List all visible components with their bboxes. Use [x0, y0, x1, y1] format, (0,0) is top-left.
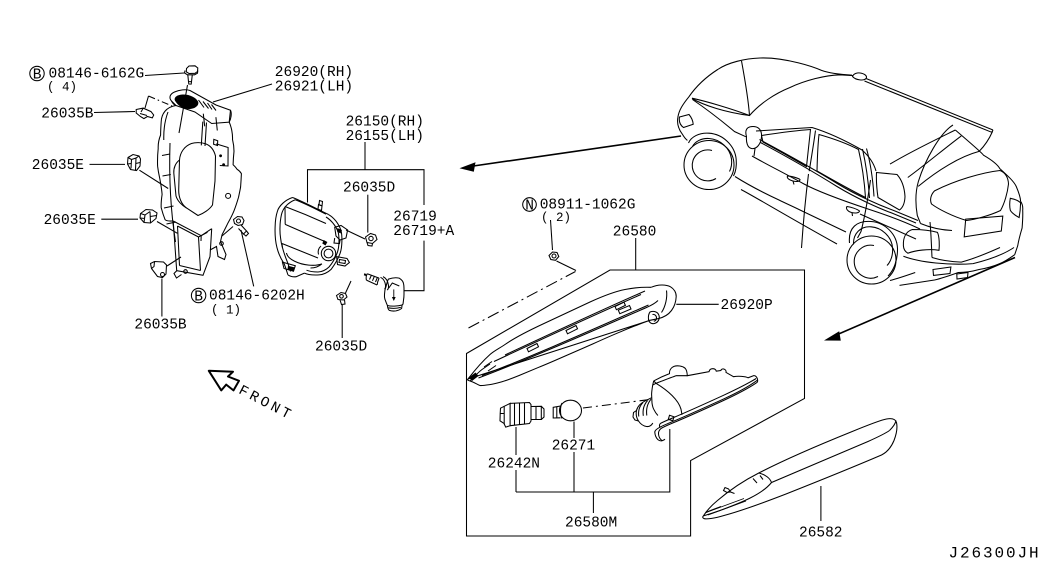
svg-text:26035B: 26035B [41, 107, 94, 123]
svg-text:26920(RH): 26920(RH) [275, 65, 353, 81]
svg-text:B: B [194, 290, 203, 306]
svg-text:B: B [33, 68, 42, 84]
svg-text:26582: 26582 [799, 526, 843, 542]
svg-text:26155(LH): 26155(LH) [346, 129, 424, 145]
svg-text:26035B: 26035B [134, 318, 187, 334]
svg-text:26035D: 26035D [343, 181, 395, 197]
svg-text:26719+A: 26719+A [393, 224, 454, 240]
svg-text:26920P: 26920P [721, 298, 773, 314]
svg-text:08146-6202H: 08146-6202H [209, 289, 305, 305]
svg-text:08146-6162G: 08146-6162G [49, 67, 145, 83]
svg-text:08911-1062G: 08911-1062G [540, 198, 636, 214]
svg-text:26580M: 26580M [565, 516, 617, 532]
svg-text:26580: 26580 [613, 225, 657, 241]
svg-text:26719: 26719 [393, 210, 437, 226]
svg-text:( 2): ( 2) [541, 211, 571, 225]
svg-text:26035E: 26035E [44, 213, 96, 229]
svg-text:( 1): ( 1) [211, 304, 241, 318]
svg-text:26921(LH): 26921(LH) [275, 80, 353, 96]
svg-text:26035E: 26035E [32, 158, 84, 174]
svg-text:N: N [525, 198, 534, 214]
svg-text:26150(RH): 26150(RH) [346, 115, 424, 131]
svg-text:26242N: 26242N [488, 457, 540, 473]
svg-text:26271: 26271 [552, 439, 596, 455]
svg-text:26035D: 26035D [315, 340, 367, 356]
svg-text:( 4): ( 4) [47, 81, 77, 95]
svg-text:J26300JH: J26300JH [949, 545, 1041, 563]
